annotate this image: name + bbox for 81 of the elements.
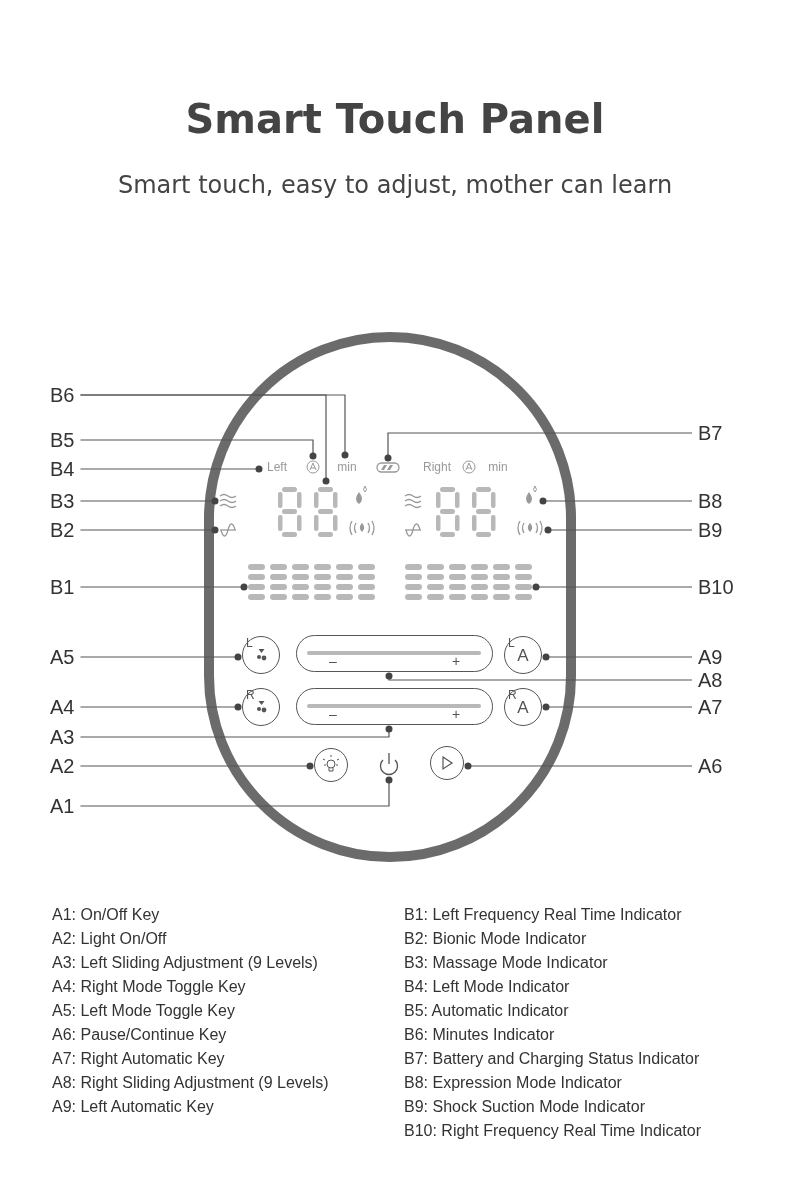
vibration-icon (516, 518, 544, 538)
callout-label: B6 (50, 383, 75, 407)
leader-line (79, 526, 219, 534)
battery-icon (376, 462, 400, 473)
level-bar-grid (405, 564, 532, 600)
legend-entry: A8: Right Sliding Adjustment (9 Levels) (52, 1074, 329, 1092)
side-letter: L (508, 636, 515, 650)
leader-line (539, 497, 693, 505)
leader-line (79, 762, 314, 770)
legend-entry: A5: Left Mode Toggle Key (52, 1002, 235, 1020)
wave-icon (219, 493, 237, 509)
title: Smart Touch Panel (184, 96, 606, 142)
legend-entry: A3: Left Sliding Adjustment (9 Levels) (52, 954, 318, 972)
callout-label: B3 (50, 489, 75, 513)
callout-label: A5 (50, 645, 75, 669)
leader-line (384, 432, 693, 462)
power-icon (379, 751, 399, 776)
minus-sign: – (329, 706, 337, 722)
legend-entry: B6: Minutes Indicator (404, 1026, 555, 1044)
legend-entry: A9: Left Automatic Key (52, 1098, 214, 1116)
callout-label: B5 (50, 428, 75, 452)
callout-label: B8 (698, 489, 723, 513)
side-letter: R (246, 688, 255, 702)
auto-icon (306, 460, 320, 474)
leader-line (79, 776, 393, 807)
callout-label: B2 (50, 518, 75, 542)
callout-label: B1 (50, 575, 75, 599)
legend-entry: A7: Right Automatic Key (52, 1050, 225, 1068)
legend-entry: A1: On/Off Key (52, 906, 160, 924)
panel-label: min (336, 459, 358, 475)
leader-line (79, 439, 317, 460)
callout-label: B4 (50, 457, 75, 481)
leader-line (79, 583, 248, 591)
callout-label: A7 (698, 695, 723, 719)
legend-entry: B3: Massage Mode Indicator (404, 954, 608, 972)
callout-label: A3 (50, 725, 75, 749)
callout-label: A4 (50, 695, 75, 719)
callout-label: B9 (698, 518, 723, 542)
key-letter: A (516, 698, 530, 718)
callout-label: B7 (698, 421, 723, 445)
legend-entry: A2: Light On/Off (52, 930, 167, 948)
callout-label: A8 (698, 668, 723, 692)
legend-entry: B1: Left Frequency Real Time Indicator (404, 906, 682, 924)
side-letter: L (246, 636, 253, 650)
panel-label: min (488, 460, 508, 474)
side-letter: R (508, 688, 517, 702)
callout-label: A1 (50, 794, 75, 818)
legend-entry: A4: Right Mode Toggle Key (52, 978, 246, 996)
sine-wave-icon (219, 521, 237, 539)
leader-line (79, 703, 242, 711)
panel-label: Left (263, 459, 291, 475)
leader-line (79, 725, 393, 738)
leader-line (385, 672, 693, 681)
legend-entry: B4: Left Mode Indicator (404, 978, 570, 996)
legend-entry: B9: Shock Suction Mode Indicator (404, 1098, 646, 1116)
legend-entry: B8: Expression Mode Indicator (404, 1074, 622, 1092)
panel-label: Right (423, 460, 451, 474)
legend-entry: B7: Battery and Charging Status Indicator (404, 1050, 700, 1068)
leader-line (542, 653, 693, 661)
leader-line (79, 394, 349, 459)
callout-label: A9 (698, 645, 723, 669)
key-letter: A (516, 646, 530, 666)
leader-line (532, 583, 693, 591)
callout-label: A6 (698, 754, 723, 778)
leader-line (464, 762, 693, 770)
legend-entry: B2: Bionic Mode Indicator (404, 930, 587, 948)
leader-line (79, 653, 242, 661)
leader-line (544, 526, 693, 534)
minus-sign: – (329, 653, 337, 669)
legend-entry: A6: Pause/Continue Key (52, 1026, 227, 1044)
callout-label: B10 (698, 575, 734, 599)
level-bar-grid (248, 564, 375, 600)
callout-label: A2 (50, 754, 75, 778)
leader-line (79, 465, 263, 473)
leader-line (542, 703, 693, 711)
plus-sign: + (452, 653, 461, 669)
leader-line (79, 497, 219, 505)
legend-entry: B10: Right Frequency Real Time Indicator (404, 1122, 702, 1140)
legend-entry: B5: Automatic Indicator (404, 1002, 569, 1020)
subtitle: Smart touch, easy to adjust, mother can learn (117, 171, 673, 199)
plus-sign: + (452, 706, 461, 722)
